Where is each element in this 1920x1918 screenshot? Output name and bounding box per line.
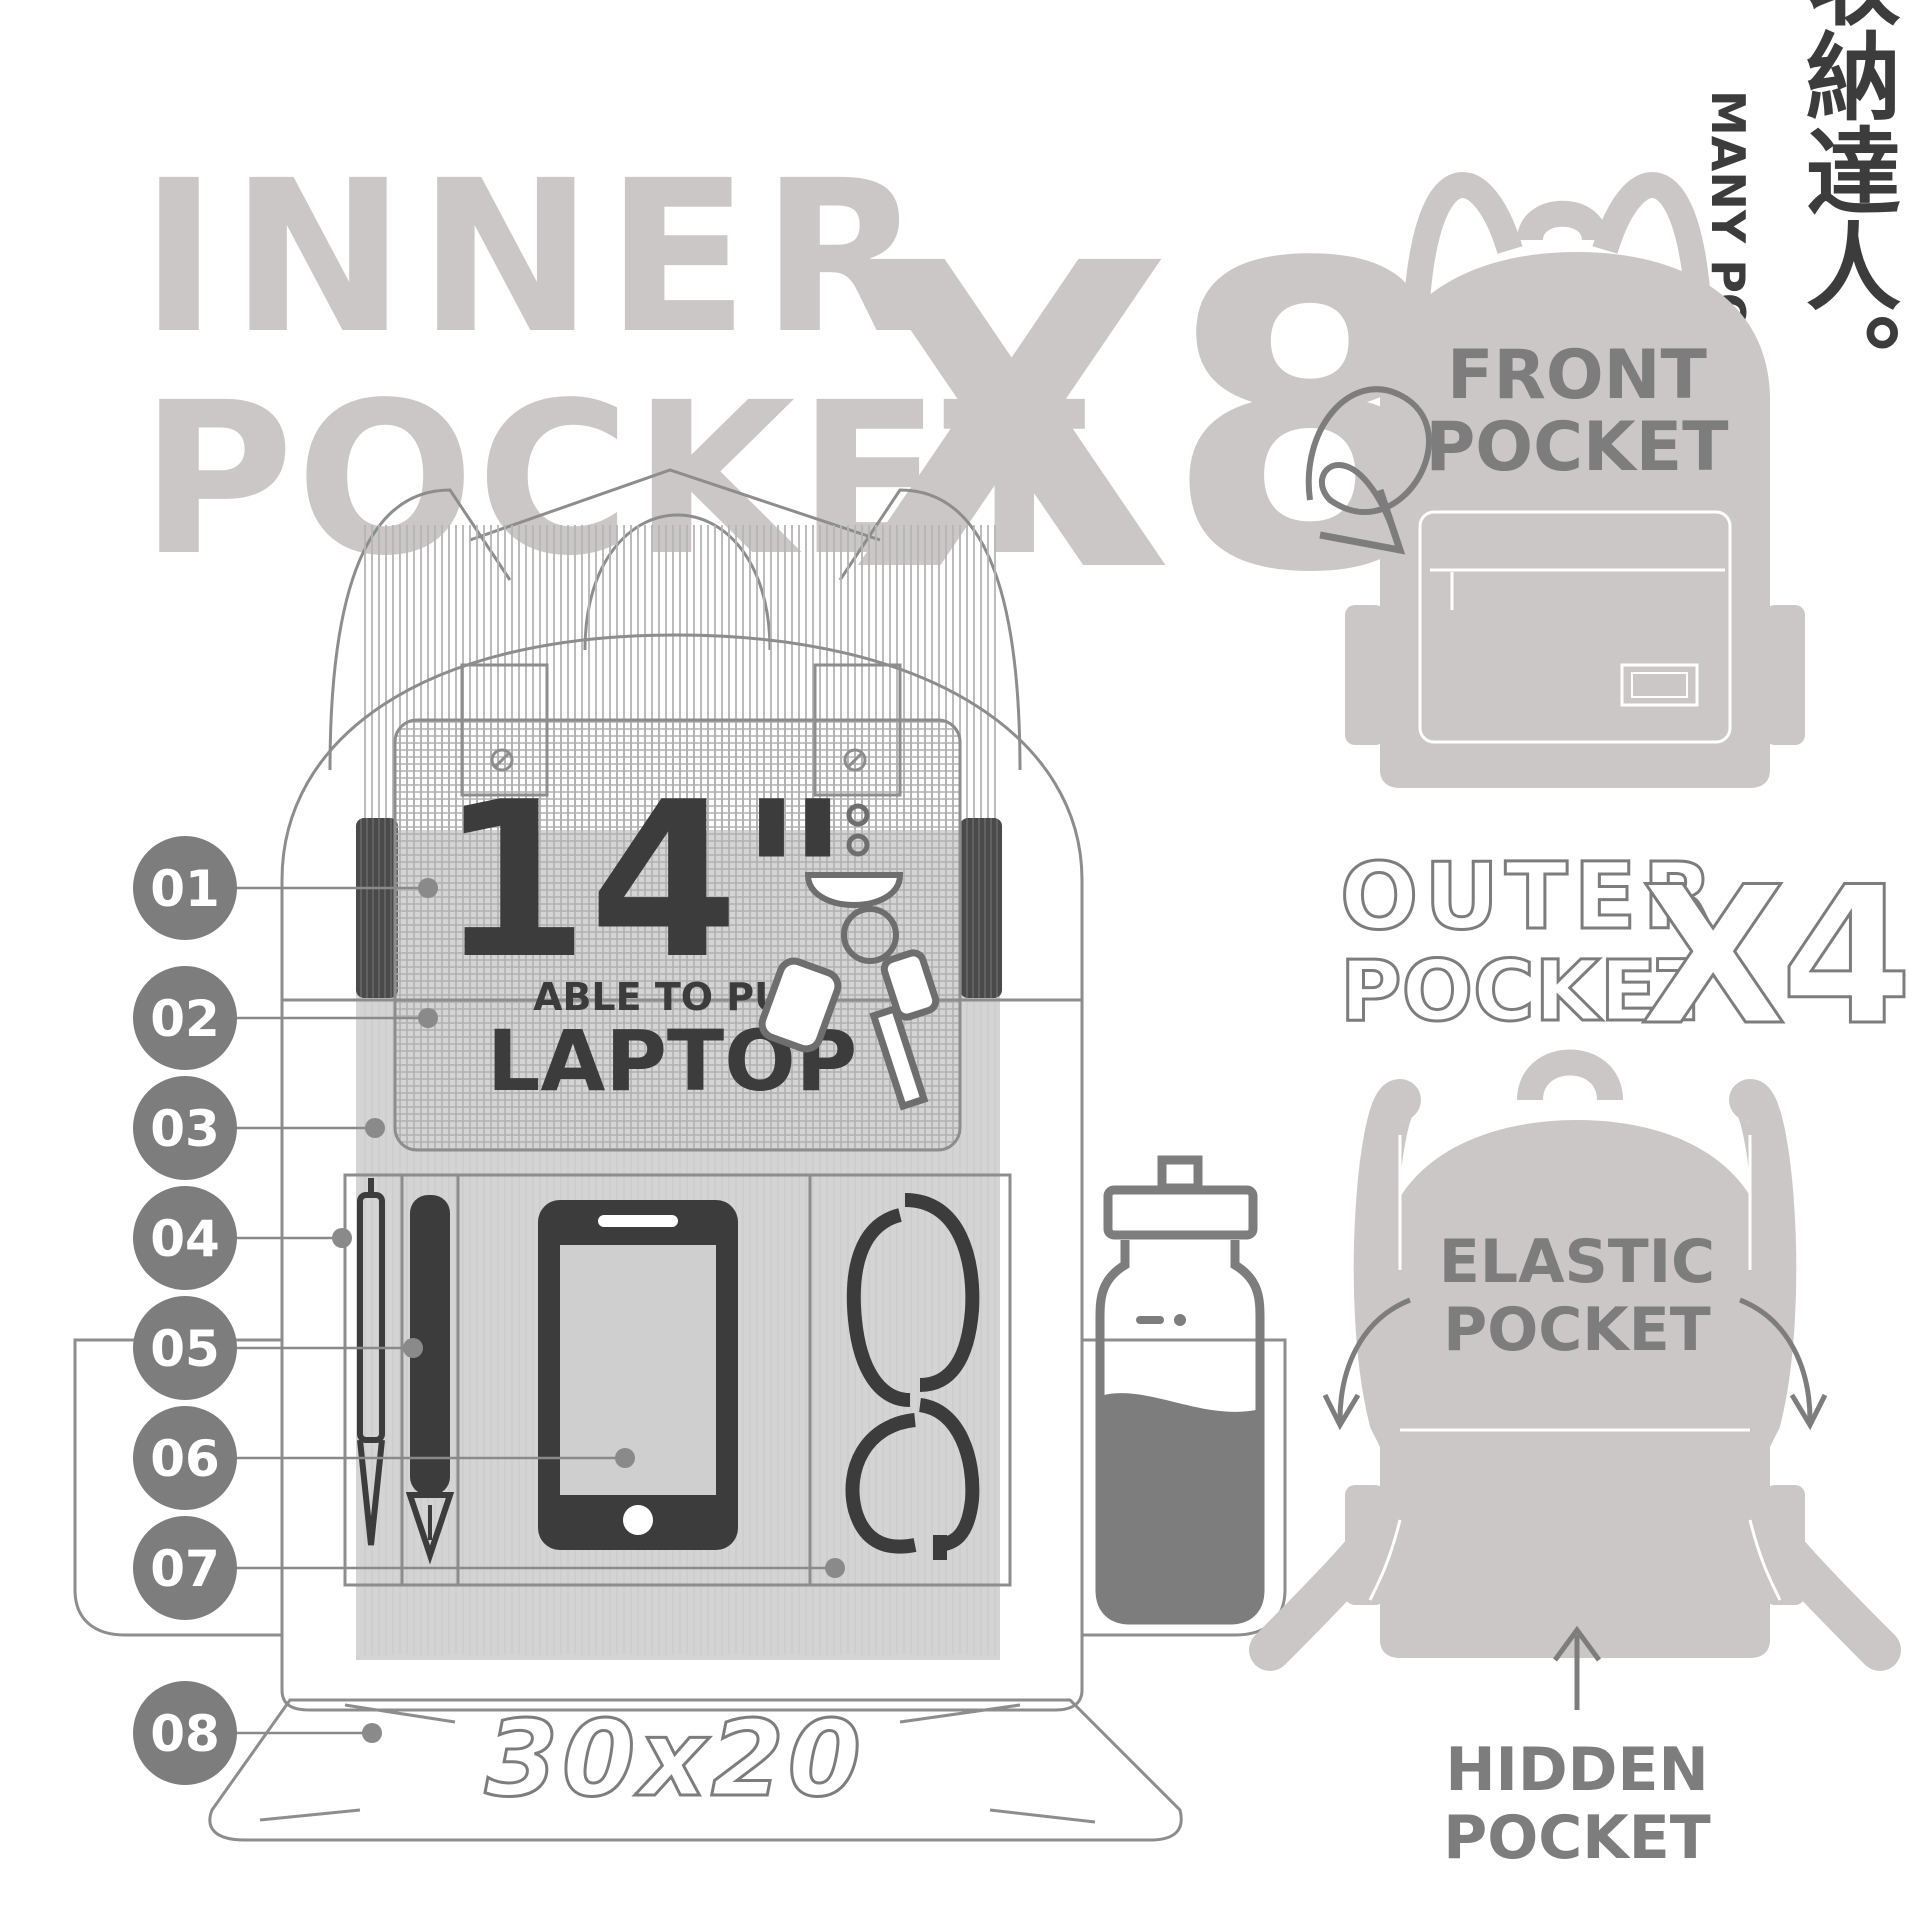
- bag-bottom: [208, 1698, 1183, 1842]
- phone-icon: [538, 1200, 738, 1550]
- callout-05-label: 05: [150, 1320, 220, 1378]
- callout-05: 05: [133, 1296, 423, 1400]
- callout-04-label: 04: [150, 1210, 220, 1268]
- callout-01: 01: [133, 836, 438, 940]
- front-pocket-line1: FRONT: [1447, 336, 1708, 415]
- callout-02-label: 02: [150, 990, 220, 1048]
- elastic-pocket-line2: POCKET: [1443, 1295, 1710, 1365]
- right-side-mesh: [960, 818, 1002, 998]
- callout-03: 03: [133, 1076, 385, 1180]
- outer-line1: OUTER: [1340, 843, 1719, 950]
- many-pockets-chinese: 收納達人。: [1790, 0, 1900, 408]
- callout-02: 02: [133, 966, 438, 1070]
- callout-06-label: 06: [150, 1430, 220, 1488]
- pencil-icon: [357, 1178, 385, 1546]
- main-backpack: 30x20: [73, 468, 1287, 1842]
- organizer-panel: [343, 1173, 1012, 1587]
- water-bottle-icon: [1095, 1155, 1265, 1625]
- headline-inner: INNER: [140, 135, 935, 380]
- front-pocket-line2: POCKET: [1425, 408, 1729, 487]
- callout-07: 07: [133, 1516, 845, 1620]
- keys-icon: [758, 803, 940, 1111]
- front-pocket-backpack: [1305, 172, 1805, 788]
- outer-line2: POCKET: [1340, 942, 1714, 1040]
- callout-04: 04: [133, 1186, 352, 1290]
- bottom-dimensions: 30x20: [485, 1698, 865, 1820]
- back-backpack: [1249, 1049, 1901, 1710]
- callout-08: 08: [133, 1681, 382, 1785]
- hidden-pocket-line2: POCKET: [1443, 1803, 1710, 1873]
- callout-01-label: 01: [150, 860, 220, 918]
- fountain-pen-icon: [405, 1195, 455, 1565]
- outer-x4: X4: [1640, 846, 1907, 1067]
- hidden-pocket-line1: HIDDEN: [1445, 1735, 1708, 1805]
- elastic-pocket-line1: ELASTIC: [1439, 1227, 1715, 1297]
- callout-06: 06: [133, 1406, 635, 1510]
- callout-08-label: 08: [150, 1705, 220, 1763]
- callout-07-label: 07: [150, 1540, 220, 1598]
- left-side-mesh: [356, 818, 398, 998]
- glasses-icon: [845, 1193, 980, 1560]
- callout-03-label: 03: [150, 1100, 220, 1158]
